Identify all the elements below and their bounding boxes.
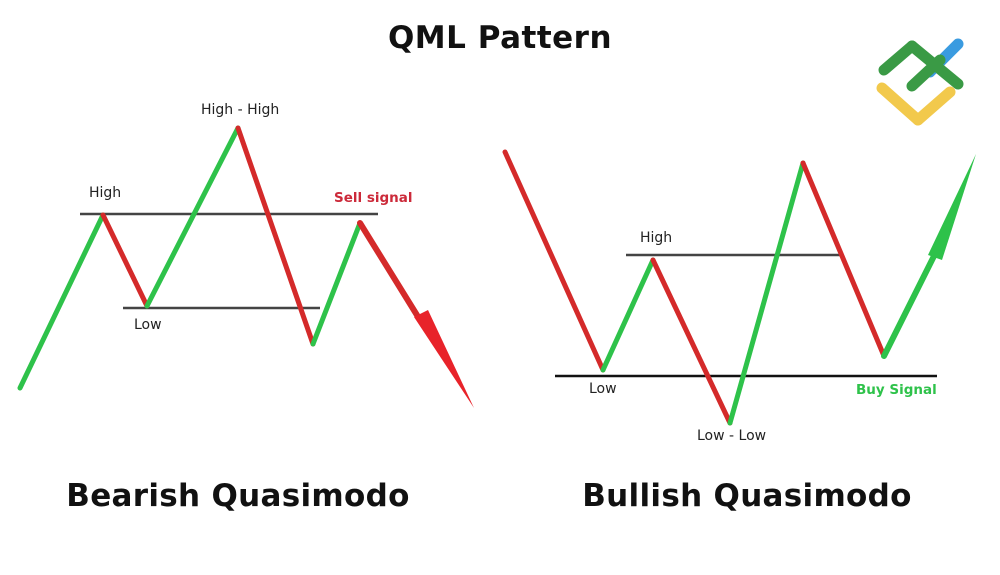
label-low-low: Low - Low	[697, 428, 766, 444]
label-high-high: High - High	[201, 102, 279, 118]
label-high: High	[89, 185, 121, 201]
label-low: Low	[589, 381, 617, 397]
label-low: Low	[134, 317, 162, 333]
label-high: High	[640, 230, 672, 246]
bearish-caption: Bearish Quasimodo	[66, 478, 410, 514]
sell-arrow-icon	[414, 310, 474, 408]
bullish-caption: Bullish Quasimodo	[582, 478, 912, 514]
buy-signal-label: Buy Signal	[856, 382, 937, 398]
bullish-chart: High Low Low - Low Buy Signal	[502, 149, 976, 444]
page-title: QML Pattern	[387, 20, 613, 56]
sell-signal-label: Sell signal	[334, 190, 413, 206]
buy-arrow-icon	[928, 154, 976, 260]
bearish-chart: High High - High Low Sell signal	[17, 102, 474, 408]
brand-logo-icon	[876, 38, 964, 126]
